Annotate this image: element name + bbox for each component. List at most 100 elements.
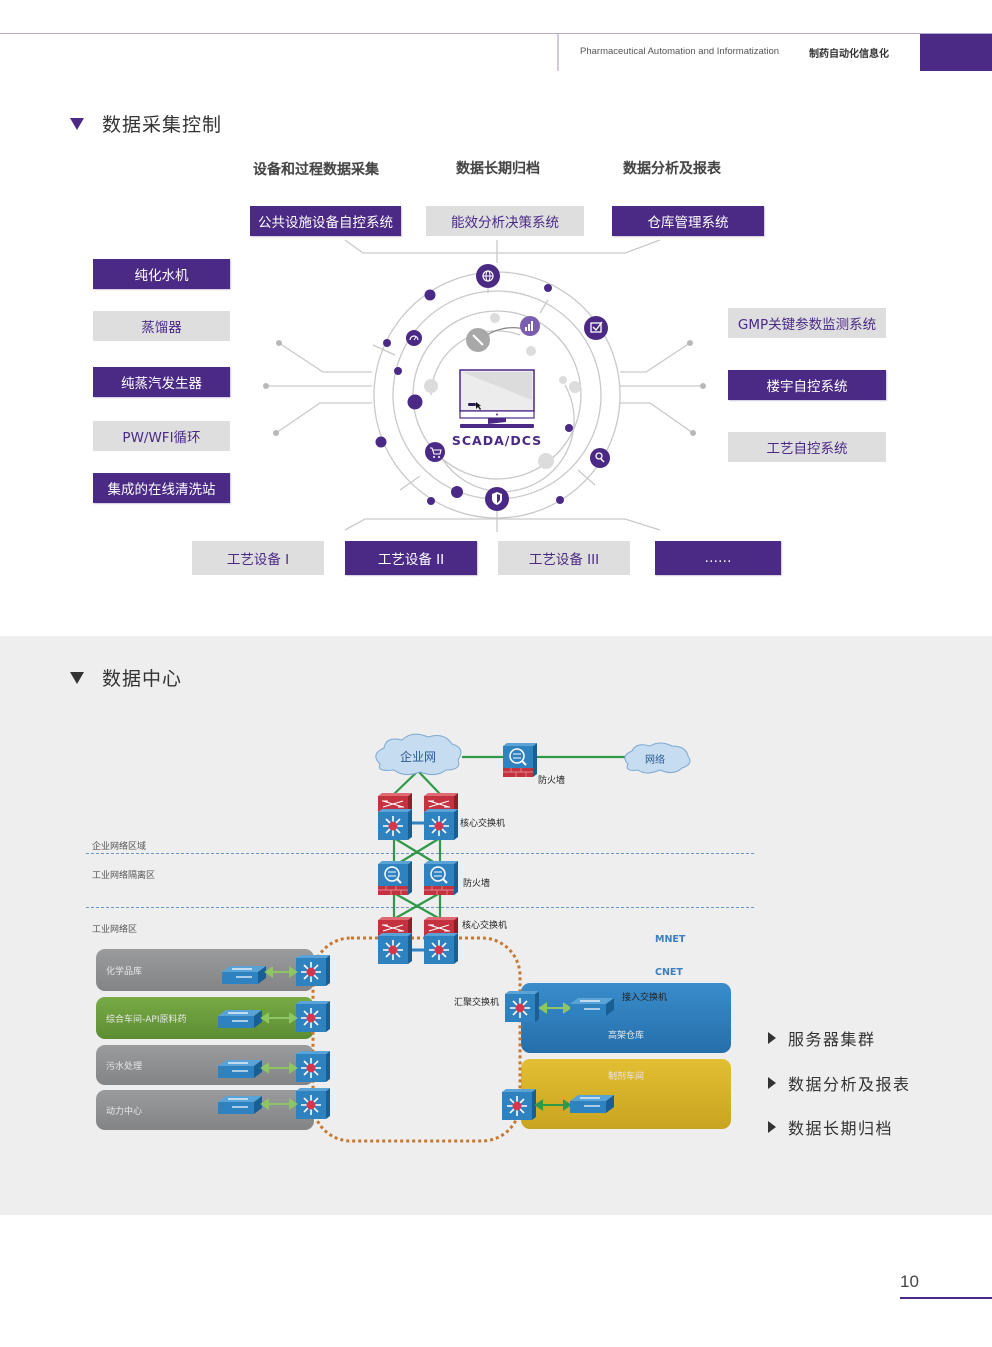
system-box-top: 公共设施设备自控系统	[250, 206, 401, 236]
system-box-left: 集成的在线清洗站	[93, 473, 230, 503]
net-label: 防火墙	[538, 774, 565, 786]
system-box-right: 楼宇自控系统	[728, 370, 886, 400]
area-api-workshop: 综合车间-API原料药	[96, 997, 314, 1039]
system-box-left: 纯蒸汽发生器	[93, 367, 230, 397]
bullet-text: 数据分析及报表	[788, 1075, 911, 1094]
area-wastewater: 污水处理	[96, 1045, 314, 1085]
node-dot	[490, 313, 500, 323]
right-spoke	[620, 402, 694, 434]
l2-switch-icon	[217, 1095, 263, 1115]
ring-network-path	[311, 936, 522, 1143]
node-dot	[559, 376, 567, 384]
link-line	[417, 770, 441, 795]
bottom-connector-line	[344, 518, 661, 531]
l3-switch-icon	[295, 1000, 331, 1033]
area-power-center: 动力中心	[96, 1090, 314, 1130]
system-box-top: 能效分析决策系统	[426, 206, 584, 236]
area-label: 高架仓库	[607, 1031, 644, 1041]
header-title-cn: 制药自动化信息化	[809, 49, 889, 60]
category-label: 设备和过程数据采集	[253, 162, 379, 178]
header-accent-block	[920, 34, 992, 71]
left-spoke	[275, 402, 372, 434]
firewall-icon	[502, 742, 538, 778]
node-dot	[407, 394, 423, 410]
cart-icon	[425, 442, 445, 462]
left-area-switches	[217, 954, 331, 1120]
triangle-down-icon	[70, 117, 84, 130]
scada-label: SCADA/DCS	[452, 433, 542, 448]
inner-arc	[430, 330, 521, 396]
system-box-left: PW/WFI循环	[93, 421, 230, 451]
link-line	[393, 770, 419, 795]
node-dot	[375, 436, 387, 448]
spoke-dot	[687, 340, 693, 346]
l3-switch-icon	[295, 1050, 331, 1083]
l3-switch-icon	[501, 1088, 537, 1121]
l3-switch-icon	[423, 808, 459, 841]
header-title-en: Pharmaceutical Automation and Informatiz…	[580, 46, 780, 57]
triangle-right-icon	[768, 1032, 776, 1044]
network-diagram: 企业网 网络 防火墙 核心交换机 防火墙 核心交换机 MNET CNET	[217, 733, 691, 1143]
aggregation-switch-icon	[504, 990, 540, 1023]
cloud-internet: 网络	[624, 742, 691, 774]
net-label: 核心交换机	[460, 817, 505, 829]
access-switch-icon	[569, 997, 615, 1017]
l3-switch-icon	[377, 932, 413, 965]
node-dot	[538, 453, 554, 469]
node-dot	[556, 496, 564, 504]
area-label: 综合车间-API原料药	[106, 1014, 187, 1025]
bullet-item: 数据分析及报表	[768, 1071, 911, 1095]
globe-icon	[476, 264, 500, 288]
net-label: 核心交换机	[462, 919, 507, 931]
system-box-bottom: 工艺设备 I	[192, 541, 324, 575]
bullet-item: 数据长期归档	[768, 1115, 893, 1139]
firewall-icon	[377, 860, 413, 896]
triangle-right-icon	[768, 1077, 776, 1089]
node-dot	[424, 289, 436, 301]
l2-switch-icon	[221, 965, 267, 985]
system-box-right: 工艺自控系统	[728, 432, 886, 462]
page-number-rule	[900, 1297, 992, 1299]
inner-arc-2	[439, 384, 575, 493]
zone-label: 工业网络隔离区	[92, 871, 156, 881]
category-label: 数据分析及报表	[623, 161, 721, 177]
area-label: 制剂车间	[607, 1072, 644, 1082]
triangle-right-icon	[768, 1121, 776, 1133]
system-box-top: 仓库管理系统	[612, 206, 764, 236]
net-label-cnet: CNET	[655, 967, 683, 978]
cloud-enterprise-net: 企业网	[375, 733, 462, 776]
area-label: 动力中心	[106, 1106, 143, 1117]
bullet-text: 数据长期归档	[788, 1119, 894, 1138]
net-label: 防火墙	[463, 877, 490, 889]
link-line	[393, 892, 441, 920]
l2-switch-icon	[569, 1094, 615, 1114]
spoke-dot	[273, 430, 279, 436]
cloud-label: 企业网	[400, 749, 436, 764]
node-dot	[544, 284, 552, 292]
category-label: 数据长期归档	[456, 161, 540, 177]
l3-switch-icon	[377, 808, 413, 841]
system-box-left: 纯化水机	[93, 259, 230, 289]
area-formulation-workshop: 制剂车间	[521, 1059, 731, 1129]
l3-switch-icon	[423, 932, 459, 965]
system-box-bottom: ……	[655, 541, 781, 575]
spoke-dot	[690, 430, 696, 436]
zone-label: 工业网络区	[92, 925, 138, 935]
spoke-dot	[263, 383, 269, 389]
system-box-bottom: 工艺设备 II	[345, 541, 477, 575]
header-rule	[0, 33, 992, 34]
system-box-left: 蒸馏器	[93, 311, 230, 341]
section-title-data-acquisition: 数据采集控制	[70, 110, 222, 137]
node-dot	[383, 339, 391, 347]
spoke-dot	[700, 383, 706, 389]
net-label-mnet: MNET	[655, 934, 686, 945]
pen-icon	[466, 328, 490, 352]
header-divider	[557, 34, 559, 71]
system-box-bottom: 工艺设备 III	[498, 541, 630, 575]
l3-switch-icon	[295, 1087, 331, 1120]
node-dot	[424, 379, 438, 393]
node-dot	[394, 367, 402, 375]
section-title-text: 数据中心	[102, 668, 183, 690]
checkbox-icon	[584, 316, 608, 340]
page-number: 10	[900, 1272, 919, 1291]
